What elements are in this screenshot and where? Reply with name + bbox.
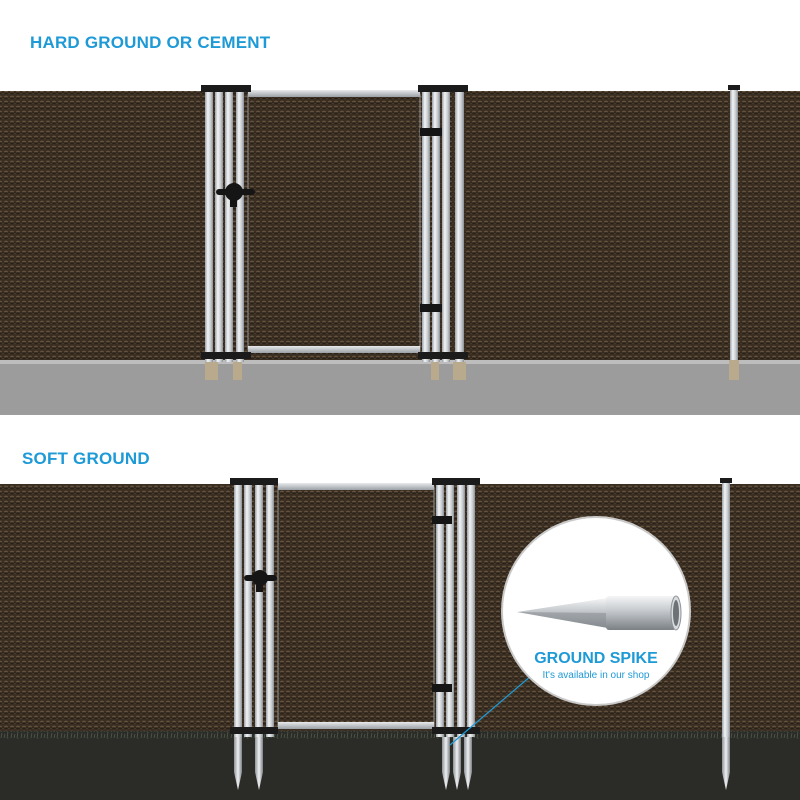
end-post bbox=[720, 478, 732, 790]
right-post-bundle bbox=[432, 478, 480, 790]
ground-spike-callout: GROUND SPIKE It's available in our shop bbox=[449, 516, 691, 746]
left-post-bundle bbox=[230, 478, 278, 790]
gate-latch-icon bbox=[244, 570, 277, 592]
right-post-bundle bbox=[418, 85, 468, 380]
gate-latch-icon bbox=[216, 183, 255, 207]
hard-ground-heading: HARD GROUND OR CEMENT bbox=[30, 33, 271, 52]
ground-spike-icon bbox=[442, 737, 450, 790]
post-foot bbox=[205, 362, 218, 380]
post-foot bbox=[431, 362, 439, 380]
left-post-bundle bbox=[201, 85, 251, 380]
grass-strip bbox=[0, 731, 800, 739]
hard-ground-scene bbox=[0, 85, 800, 415]
gate-hinge-icon bbox=[420, 128, 442, 312]
post-foot bbox=[233, 362, 242, 380]
callout-title: GROUND SPIKE bbox=[534, 650, 658, 667]
callout-subtitle: It's available in our shop bbox=[543, 670, 650, 681]
post-foot bbox=[453, 362, 466, 380]
ground-spike-icon bbox=[255, 737, 263, 790]
gate-bottom-rail bbox=[278, 722, 434, 729]
soft-ground-scene: GROUND SPIKE It's available in our shop bbox=[0, 478, 800, 800]
ground-spike-icon bbox=[234, 737, 242, 790]
ground-spike-icon bbox=[517, 595, 682, 631]
gate-top-rail bbox=[278, 483, 434, 490]
gate-top-rail bbox=[248, 90, 420, 97]
gate-panel bbox=[247, 93, 421, 351]
gate-panel bbox=[277, 486, 435, 728]
cement-ground bbox=[0, 363, 800, 415]
gate-bottom-rail bbox=[248, 346, 420, 353]
soil-ground bbox=[0, 735, 800, 800]
gate-hinge-icon bbox=[432, 516, 452, 692]
ground-spike-icon bbox=[464, 737, 472, 790]
soft-ground-heading: SOFT GROUND bbox=[22, 449, 150, 468]
ground-spike-icon bbox=[453, 737, 461, 790]
end-post bbox=[728, 85, 740, 380]
